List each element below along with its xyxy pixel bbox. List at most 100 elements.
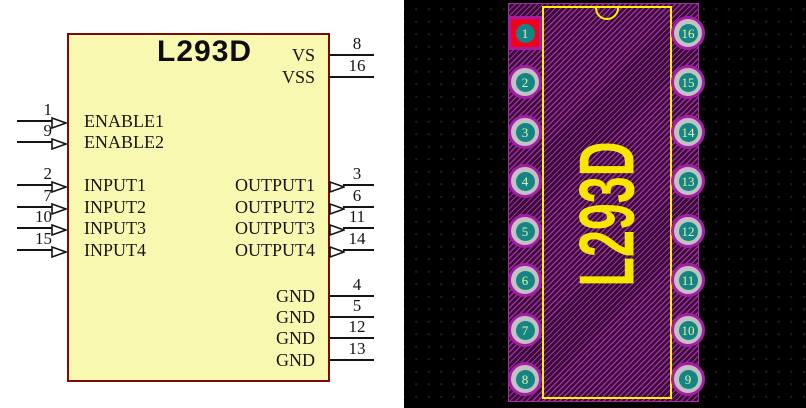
pad: 8 bbox=[508, 362, 542, 396]
pad-hole: 9 bbox=[678, 369, 698, 389]
pin-number: 13 bbox=[348, 339, 366, 358]
pin-arrow-icon bbox=[329, 223, 347, 237]
pin-line bbox=[330, 337, 374, 339]
pad-hole: 8 bbox=[515, 369, 535, 389]
pad-number: 7 bbox=[521, 322, 529, 338]
pin-number: 6 bbox=[352, 186, 362, 205]
pad-1-square: 1 bbox=[508, 16, 542, 50]
pin-arrow-icon bbox=[51, 202, 69, 216]
pin-number: 1 bbox=[43, 100, 53, 119]
pin-line bbox=[330, 295, 374, 297]
pin-line bbox=[330, 316, 374, 318]
pad: 7 bbox=[508, 313, 542, 347]
pin-arrow-icon bbox=[329, 202, 347, 216]
pad-number: 5 bbox=[521, 223, 529, 239]
pin-number: 8 bbox=[352, 34, 362, 53]
pad-hole: 16 bbox=[678, 23, 698, 43]
pad: 13 bbox=[671, 164, 705, 198]
pin-line bbox=[17, 184, 55, 186]
pin-number: 2 bbox=[43, 164, 53, 183]
pad: 6 bbox=[508, 263, 542, 297]
pin-label: OUTPUT1 bbox=[235, 175, 315, 195]
pin-number: 7 bbox=[43, 186, 53, 205]
pin-line bbox=[17, 141, 55, 143]
pad-hole: 10 bbox=[678, 320, 698, 340]
pin-label: VSS bbox=[281, 67, 315, 87]
pin-line bbox=[330, 76, 374, 78]
pin-number: 14 bbox=[348, 229, 366, 248]
pad: 16 bbox=[671, 16, 705, 50]
pad: 12 bbox=[671, 214, 705, 248]
pad-number: 9 bbox=[684, 371, 692, 387]
pad-number: 11 bbox=[681, 272, 695, 288]
pad-number: 1 bbox=[521, 25, 529, 41]
pad-hole: 6 bbox=[515, 270, 535, 290]
pin-arrow-icon bbox=[51, 245, 69, 259]
pad: 5 bbox=[508, 214, 542, 248]
pad-hole: 4 bbox=[515, 171, 535, 191]
pin-line bbox=[343, 184, 374, 186]
pin-label: GND bbox=[276, 328, 315, 348]
pad-number: 3 bbox=[521, 124, 529, 140]
pad-hole: 12 bbox=[678, 221, 698, 241]
pad-number: 4 bbox=[521, 173, 529, 189]
pin-label: INPUT4 bbox=[84, 240, 146, 260]
pad-number: 15 bbox=[681, 74, 695, 90]
pin-label: OUTPUT2 bbox=[235, 197, 315, 217]
pin-label: GND bbox=[276, 286, 315, 306]
pin-label: INPUT1 bbox=[84, 175, 146, 195]
pad: 11 bbox=[671, 263, 705, 297]
pad-hole: 3 bbox=[515, 122, 535, 142]
pin-line bbox=[330, 54, 374, 56]
footprint-label: L293D bbox=[562, 141, 651, 287]
pin-arrow-icon bbox=[51, 223, 69, 237]
pad-hole: 11 bbox=[678, 270, 698, 290]
pad-hole: 5 bbox=[515, 221, 535, 241]
pin-number: 16 bbox=[348, 56, 366, 75]
pad: 10 bbox=[671, 313, 705, 347]
pin-line bbox=[330, 359, 374, 361]
pin-label: INPUT3 bbox=[84, 218, 146, 238]
pin-label: ENABLE1 bbox=[84, 111, 164, 131]
pin-line bbox=[343, 227, 374, 229]
pin-label: VS bbox=[291, 45, 315, 65]
pad-number: 2 bbox=[521, 74, 529, 90]
pin-number: 4 bbox=[352, 275, 362, 294]
pin-line bbox=[17, 206, 55, 208]
pin-number: 10 bbox=[35, 207, 52, 226]
pin-label: GND bbox=[276, 350, 315, 370]
pin-arrow-icon bbox=[51, 116, 69, 130]
pad-hole: 14 bbox=[678, 122, 698, 142]
pin-arrow-icon bbox=[51, 180, 69, 194]
pin-label: INPUT2 bbox=[84, 197, 146, 217]
pin-number: 11 bbox=[348, 207, 366, 226]
pin-line bbox=[343, 249, 374, 251]
pad: 2 bbox=[508, 65, 542, 99]
pin-line bbox=[17, 120, 55, 122]
pad-number: 13 bbox=[681, 173, 695, 189]
pad-number: 12 bbox=[681, 223, 695, 239]
pad-hole: 13 bbox=[678, 171, 698, 191]
pin-line bbox=[17, 227, 55, 229]
pad: 15 bbox=[671, 65, 705, 99]
pad-hole: 15 bbox=[678, 72, 698, 92]
chip-title: L293D bbox=[157, 35, 253, 68]
pin-label: OUTPUT3 bbox=[235, 218, 315, 238]
pad: 14 bbox=[671, 115, 705, 149]
pin-label: ENABLE2 bbox=[84, 132, 164, 152]
pin-label: GND bbox=[276, 307, 315, 327]
pin-arrow-icon bbox=[51, 137, 69, 151]
pad-hole: 7 bbox=[515, 320, 535, 340]
pin-arrow-icon bbox=[329, 180, 347, 194]
pin-number: 5 bbox=[352, 296, 362, 315]
pin-arrow-icon bbox=[329, 245, 347, 259]
pad-number: 8 bbox=[521, 371, 529, 387]
pad: 4 bbox=[508, 164, 542, 198]
pin-number: 9 bbox=[43, 121, 53, 140]
pad-hole: 2 bbox=[515, 72, 535, 92]
chip-symbol-body bbox=[67, 33, 330, 382]
pin-line bbox=[343, 206, 374, 208]
